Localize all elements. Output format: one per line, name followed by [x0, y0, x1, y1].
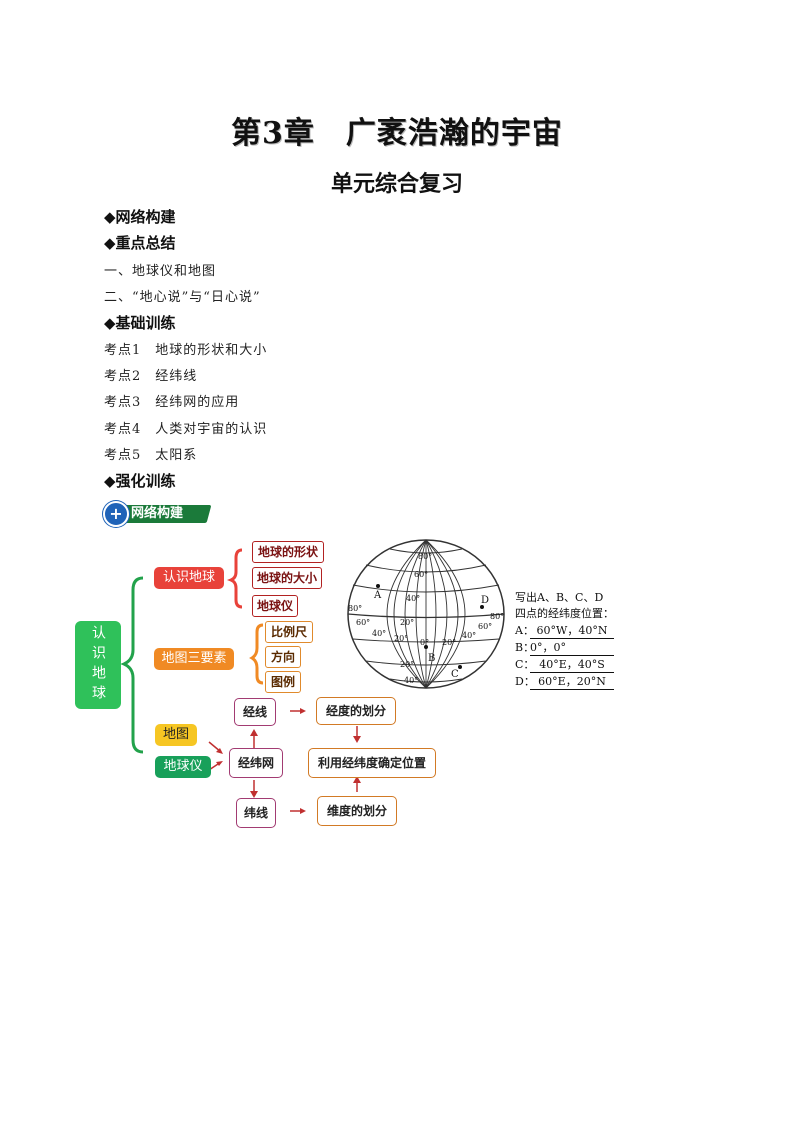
item-globe: 地球仪 — [252, 595, 298, 617]
globe-lon-40w: 40° — [372, 629, 386, 638]
mindmap-connectors — [120, 548, 361, 814]
toc-summary: ◆重点总结 — [104, 234, 176, 252]
answer-c-value: 40°E，40°S — [530, 656, 614, 673]
answer-b-value: 0°，0° — [530, 639, 614, 656]
globe-lon-80w: 80° — [348, 604, 362, 613]
node-parallel: 纬线 — [236, 798, 276, 828]
node-latitude-division: 维度的划分 — [317, 796, 397, 826]
globe-point-d: D — [481, 595, 489, 606]
globe-figure: 80° 60° 40° 20° 0° 20° 40° 80° 60° 40° 2… — [347, 539, 505, 689]
toc-basic: ◆基础训练 — [104, 314, 176, 332]
node-graticule: 经纬网 — [229, 748, 283, 778]
globe-lat-80: 80° — [418, 552, 432, 561]
page-title: 第3章 广袤浩瀚的宇宙 — [231, 116, 563, 151]
globe-lon-60w: 60° — [356, 618, 370, 627]
toc-advanced: ◆强化训练 — [104, 472, 176, 490]
globe-lon-20w: 20° — [394, 634, 408, 643]
globe-lat-20: 20° — [400, 618, 414, 627]
toc-point-3: 考点3 经纬网的应用 — [104, 395, 240, 410]
globe-lat-40s: 40° — [404, 676, 418, 685]
answer-c-label: C： — [515, 658, 535, 671]
mindmap-root: 认识地球 — [75, 621, 121, 709]
answer-question-line2: 四点的经纬度位置： — [515, 607, 614, 620]
item-scale: 比例尺 — [265, 621, 313, 643]
item-earth-shape: 地球的形状 — [252, 541, 324, 563]
node-map: 地图 — [155, 724, 197, 746]
globe-lat-40: 40° — [406, 594, 420, 603]
item-legend: 图例 — [265, 671, 301, 693]
toc-point-1: 考点1 地球的形状和大小 — [104, 343, 268, 358]
toc-summary-item-2: 二、“地心说”与“日心说” — [104, 290, 261, 305]
globe-lat-20s: 20° — [400, 660, 414, 669]
globe-point-a: A — [373, 590, 382, 601]
answer-b-label: B： — [515, 641, 535, 654]
answer-question-line1: 写出A、B、C、D — [515, 591, 604, 604]
toc-point-4: 考点4 人类对宇宙的认识 — [104, 422, 268, 437]
globe-lon-60e: 60° — [478, 622, 492, 631]
toc-point-5: 考点5 太阳系 — [104, 448, 198, 463]
answer-d-label: D： — [515, 675, 535, 688]
globe-lat-0: 0° — [420, 638, 429, 647]
plus-icon: + — [103, 501, 129, 527]
answer-a-label: A： — [515, 624, 534, 637]
branch-map-elements: 地图三要素 — [154, 648, 234, 670]
page-subtitle: 单元综合复习 — [330, 171, 463, 197]
section-badge: + 网络构建 — [103, 501, 212, 527]
globe-lon-40e: 40° — [462, 631, 476, 640]
node-globe: 地球仪 — [155, 756, 211, 778]
toc-summary-item-1: 一、地球仪和地图 — [104, 264, 217, 279]
node-longitude-division: 经度的划分 — [316, 697, 396, 725]
globe-lat-60: 60° — [414, 570, 428, 579]
globe-point-c: C — [451, 669, 459, 680]
globe-point-b: B — [428, 653, 435, 664]
item-direction: 方向 — [265, 646, 301, 668]
node-meridian: 经线 — [234, 698, 276, 726]
globe-lon-20e: 20° — [442, 638, 456, 647]
node-locate: 利用经纬度确定位置 — [308, 748, 436, 778]
answer-d-value: 60°E，20°N — [530, 673, 614, 690]
item-earth-size: 地球的大小 — [252, 567, 322, 589]
toc-network: ◆网络构建 — [104, 208, 176, 226]
branch-know-earth: 认识地球 — [154, 567, 224, 589]
toc-point-2: 考点2 经纬线 — [104, 369, 198, 384]
badge-label: 网络构建 — [131, 506, 184, 521]
answer-a-value: 60°W，40°N — [530, 622, 614, 639]
globe-lon-80e: 80° — [490, 612, 504, 621]
